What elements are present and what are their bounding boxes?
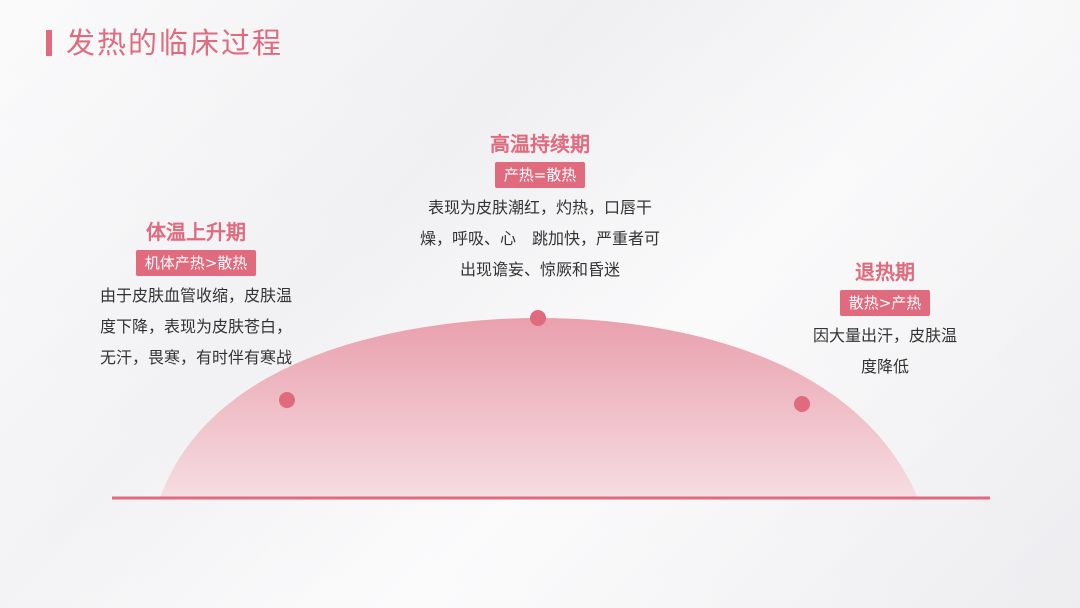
desc-line: 无汗，畏寒，有时伴有寒战 (99, 348, 292, 367)
stage-name: 高温持续期 (490, 132, 590, 156)
desc-line: 度降低 (860, 357, 909, 376)
stage-rising: 体温上升期 机体产热>散热 由于皮肤血管收缩，皮肤温 度下降，表现为皮肤苍白， … (76, 218, 316, 373)
fever-curve-area (160, 318, 918, 498)
stage-description: 由于皮肤血管收缩，皮肤温 度下降，表现为皮肤苍白， 无汗，畏寒，有时伴有寒战 (76, 280, 316, 373)
stage-description: 因大量出汗，皮肤温 度降低 (780, 320, 990, 382)
stage-2-marker (530, 310, 546, 326)
stage-3-marker (794, 396, 810, 412)
desc-line: 由于皮肤血管收缩，皮肤温 (99, 286, 292, 305)
title-accent-bar (46, 30, 52, 56)
stage-tag: 散热>产热 (839, 290, 931, 316)
stage-defervescence: 退热期 散热>产热 因大量出汗，皮肤温 度降低 (780, 258, 990, 382)
stage-1-marker (279, 392, 295, 408)
desc-line: 表现为皮肤潮红，灼热，口唇干 (427, 198, 652, 217)
desc-line: 因大量出汗，皮肤温 (812, 326, 957, 345)
desc-line: 出现谵妄、惊厥和昏迷 (459, 260, 620, 279)
stage-name: 退热期 (855, 260, 915, 284)
stage-description: 表现为皮肤潮红，灼热，口唇干 燥，呼吸、心 跳加快，严重者可 出现谵妄、惊厥和昏… (395, 192, 685, 285)
stage-plateau: 高温持续期 产热=散热 表现为皮肤潮红，灼热，口唇干 燥，呼吸、心 跳加快，严重… (395, 130, 685, 285)
desc-line: 度下降，表现为皮肤苍白， (99, 317, 292, 336)
stage-tag: 产热=散热 (494, 162, 586, 188)
stage-name: 体温上升期 (146, 220, 246, 244)
stage-tag: 机体产热>散热 (135, 250, 257, 276)
desc-line: 燥，呼吸、心 跳加快，严重者可 (419, 229, 660, 248)
page-title: 发热的临床过程 (66, 26, 284, 60)
